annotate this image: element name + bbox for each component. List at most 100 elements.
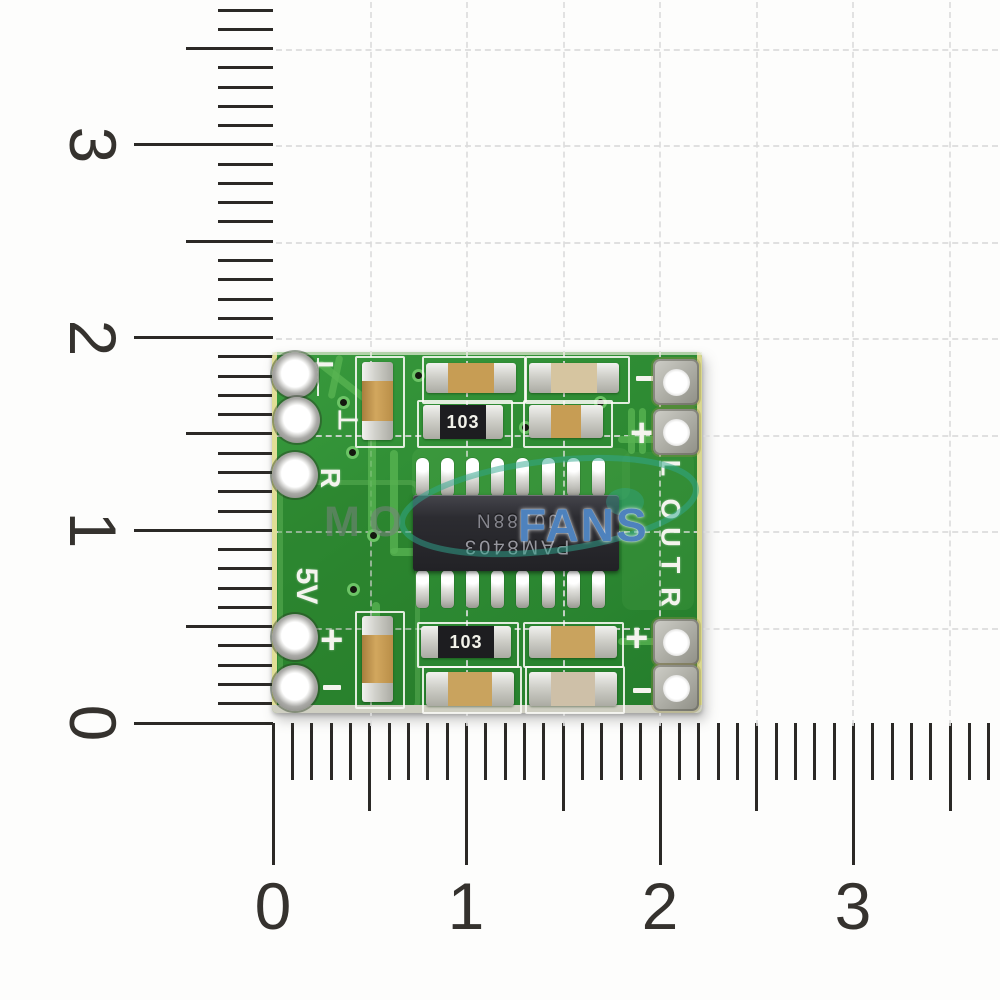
ruler-tick	[523, 723, 527, 780]
ruler-tick	[218, 682, 273, 686]
ruler-tick	[218, 644, 273, 648]
silk-label-out: O	[655, 498, 686, 520]
grid-line	[276, 338, 998, 340]
ruler-tick	[406, 723, 410, 780]
through-hole-pad	[272, 352, 318, 398]
silk-label-R: R	[315, 467, 346, 489]
chip-pin	[490, 570, 504, 608]
capacitor	[362, 616, 393, 702]
grid-line	[276, 241, 998, 244]
ruler-tick	[186, 239, 273, 243]
ruler-tick	[134, 721, 273, 725]
chip-pin	[541, 458, 555, 496]
pcb-board: 103 103 PAM8403 J0188N L ⊥ R 5V + + L O …	[272, 352, 702, 714]
chip-pin	[465, 458, 479, 496]
silkscreen-box	[417, 400, 513, 448]
resistor-103: 103	[421, 626, 511, 658]
resistor-103: 103	[423, 405, 503, 439]
ruler-tick	[329, 723, 333, 780]
silk-label-gnd: ⊥	[333, 408, 363, 432]
ruler-tick	[271, 723, 275, 865]
through-hole-pad	[653, 619, 699, 665]
board-edge-bottom	[272, 705, 702, 713]
ruler-tick	[619, 723, 623, 780]
ruler-tick	[218, 85, 273, 89]
ruler-tick	[503, 723, 507, 780]
chip-pin	[566, 458, 580, 496]
ruler-tick	[387, 723, 391, 780]
silk-label-out: U	[655, 527, 686, 547]
silk-label-plus: +	[625, 616, 649, 660]
ruler-tick	[368, 723, 372, 811]
chip-pin	[415, 570, 429, 608]
ruler-tick	[186, 625, 273, 629]
ruler-tick	[465, 723, 468, 865]
ruler-tick	[218, 663, 273, 667]
ruler-label: 2	[641, 869, 679, 943]
ruler-tick	[542, 723, 546, 780]
capacitor	[529, 363, 619, 393]
chip-pin	[515, 458, 529, 496]
watermark-text-blue: FANS	[518, 499, 649, 551]
ruler-tick	[561, 723, 565, 811]
ruler-tick	[852, 723, 855, 865]
ruler-tick	[218, 201, 273, 205]
ruler-tick	[348, 723, 352, 780]
chip-pin	[591, 458, 605, 496]
ruler-tick	[774, 723, 778, 780]
silk-label-5V: 5V	[290, 567, 323, 605]
capacitor	[529, 405, 603, 438]
ruler-tick	[445, 723, 449, 780]
via	[337, 396, 350, 409]
grid-line	[276, 48, 998, 51]
chip-pin	[490, 458, 504, 496]
via	[519, 421, 532, 434]
ruler-tick	[218, 470, 273, 474]
copper-trace	[390, 450, 398, 554]
ruler-tick	[813, 723, 817, 780]
ruler-tick	[218, 124, 273, 128]
through-hole-pad	[653, 665, 699, 711]
ruler-tick	[218, 548, 273, 552]
ruler-tick	[890, 723, 894, 780]
silk-label-minus	[323, 685, 341, 690]
ruler-tick	[697, 723, 701, 780]
ruler-tick	[218, 393, 273, 397]
silk-label-plus: +	[320, 618, 344, 662]
ruler-tick	[639, 723, 643, 780]
silk-label-minus	[636, 376, 654, 381]
ruler-tick	[134, 528, 273, 532]
ruler-tick	[218, 104, 273, 108]
capacitor	[426, 363, 516, 393]
ruler-tick	[218, 374, 273, 378]
copper-trace	[628, 408, 635, 454]
silkscreen-box	[523, 400, 613, 448]
ruler-label: 3	[56, 126, 130, 164]
ruler-tick	[218, 278, 273, 282]
ruler-tick	[484, 723, 488, 780]
grid-line	[276, 627, 998, 630]
ruler-tick	[218, 162, 273, 166]
ruler-tick	[218, 66, 273, 70]
silkscreen-box	[525, 666, 625, 714]
ruler-label: 2	[56, 319, 130, 357]
ruler-tick	[218, 509, 273, 513]
ruler-tick	[218, 297, 273, 301]
ruler-tick	[218, 355, 273, 359]
silkscreen-box	[355, 356, 405, 448]
silk-label-out: L	[655, 459, 686, 477]
ruler-label: 0	[56, 704, 130, 742]
ruler-tick	[832, 723, 836, 780]
through-hole-pad	[653, 409, 699, 455]
ruler-tick	[968, 723, 972, 780]
board-edge-left	[272, 352, 277, 713]
ruler-tick	[218, 413, 273, 417]
ruler-tick	[186, 47, 273, 51]
copper-trace	[618, 638, 674, 645]
silk-label-plus: +	[630, 411, 654, 455]
board-edge-right	[697, 352, 702, 713]
chip-pin	[415, 458, 429, 496]
through-hole-pad	[272, 614, 318, 660]
through-hole-pad	[272, 665, 318, 711]
